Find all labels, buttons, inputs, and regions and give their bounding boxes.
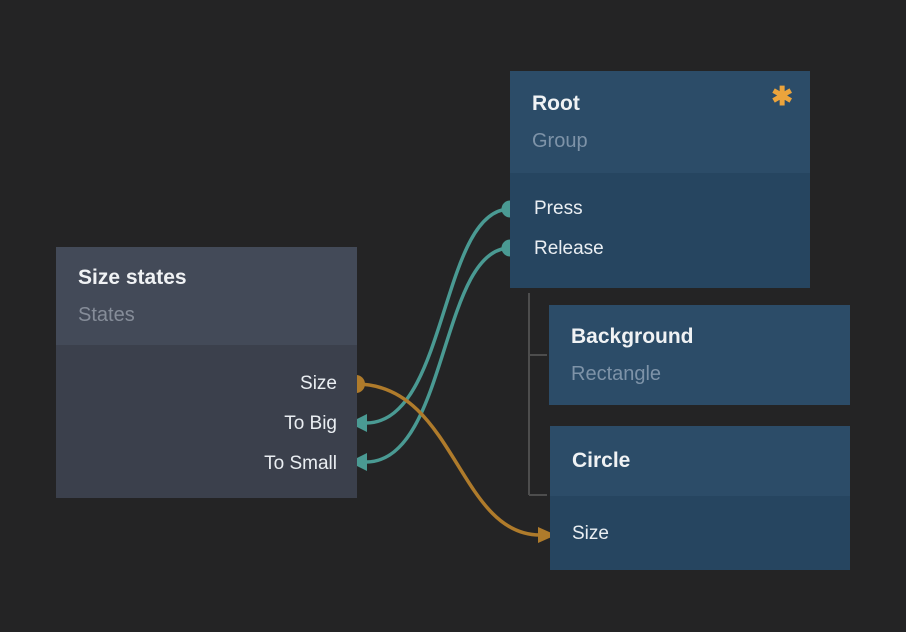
node-circle[interactable]: Circle Size [550,426,850,570]
wire-release-to-small-arrowhead[interactable] [349,453,367,471]
port-label: Press [534,198,583,219]
wire-press-to-big-arrowhead[interactable] [349,414,367,432]
port-label: Size [572,523,609,544]
port-size-output[interactable]: Size [56,364,357,404]
port-release[interactable]: Release [510,229,810,269]
node-root-header: Root Group ✱ [510,71,810,173]
port-label: Size [300,373,337,394]
port-label: Release [534,238,604,259]
node-title: Root [532,91,580,115]
wire-size-to-circle-size[interactable] [355,382,541,537]
node-subtitle: Group [532,129,588,152]
node-root-body: Press Release [510,173,810,288]
asterisk-icon: ✱ [771,81,793,111]
wire-press-to-big[interactable] [365,207,511,425]
node-title: Size states [78,265,187,289]
node-size-states-header: Size states States [56,247,357,345]
port-to-small[interactable]: To Small [56,444,357,484]
node-subtitle: States [78,303,135,326]
port-label: To Big [284,413,337,434]
node-size-states-body: Size To Big To Small [56,345,357,498]
node-circle-header: Circle [550,426,850,496]
port-press[interactable]: Press [510,189,810,229]
node-background[interactable]: Background Rectangle [549,305,850,405]
node-title: Background [571,324,694,348]
node-root[interactable]: Root Group ✱ Press Release [510,71,810,288]
node-subtitle: Rectangle [571,362,662,385]
node-circle-body: Size [550,496,850,570]
port-to-big[interactable]: To Big [56,404,357,444]
wire-size-to-circle-size-arrowhead[interactable] [538,527,556,543]
port-circle-size[interactable]: Size [550,514,850,554]
node-title: Circle [572,449,631,472]
wire-release-to-small[interactable] [365,246,511,464]
node-background-header: Background Rectangle [549,305,850,405]
node-size-states[interactable]: Size states States Size To Big To Small [56,247,357,498]
hierarchy-line [528,293,547,496]
port-label: To Small [264,453,337,474]
